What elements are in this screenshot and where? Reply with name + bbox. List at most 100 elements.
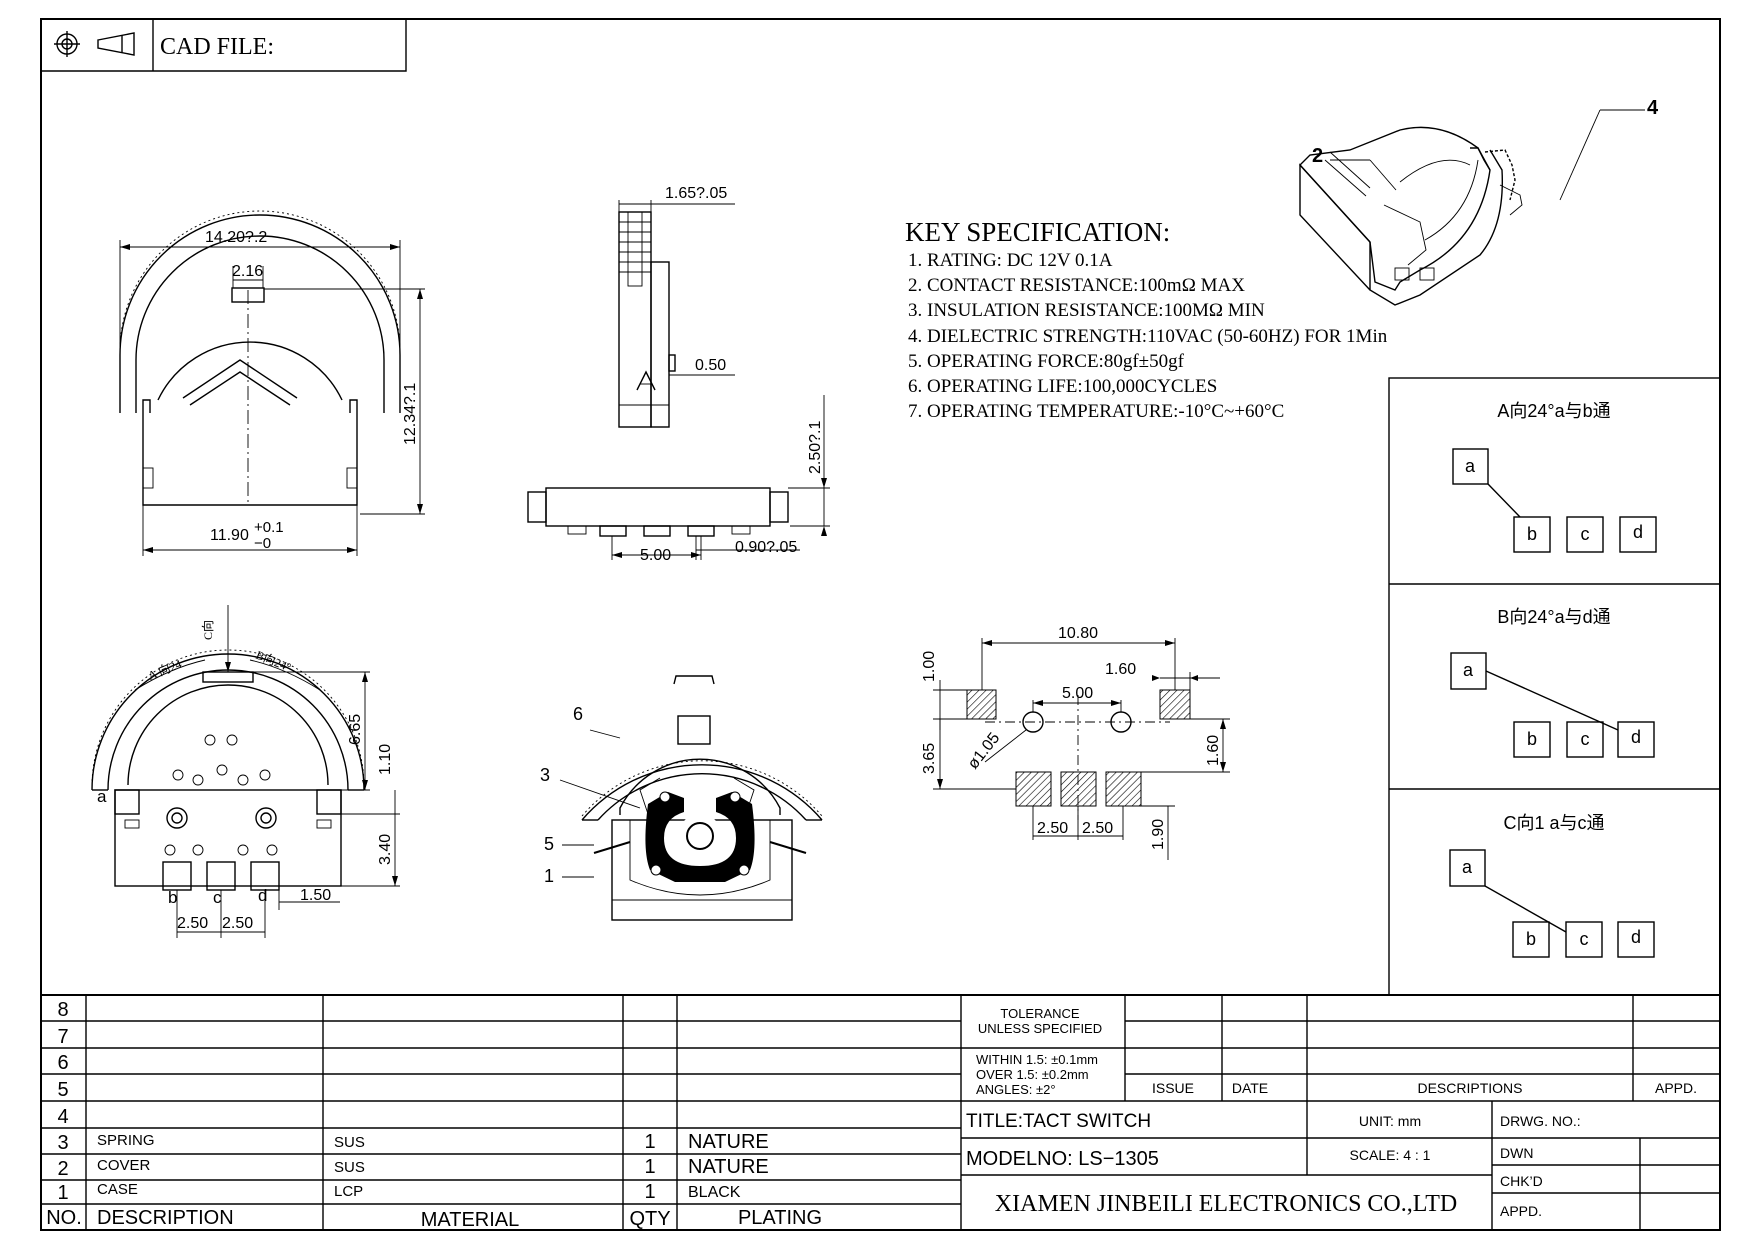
exploded-callout-6: 6 [573,704,583,724]
bom-qty: 1 [644,1131,655,1153]
bom-material: SUS [334,1159,365,1176]
cad-file-label: CAD FILE: [160,34,274,60]
state-a-pin-b: b [1527,524,1537,544]
top-bottom-tol-minus: −0 [254,535,271,552]
state-a-pin-a: a [1465,456,1476,476]
drawing-title: TITLE:TACT SWITCH [966,1111,1151,1132]
bom-header-row: NO. DESCRIPTION MATERIAL QTY PLATING [46,1207,822,1231]
exploded-view: 6 3 5 1 [540,675,823,921]
bom-header-description: DESCRIPTION [97,1207,234,1229]
footprint-1080-dim: 10.80 [1058,625,1098,642]
bottom-pin-b: b [168,888,177,907]
top-slot-dim: 2.16 [232,263,263,280]
spec-item-5: 5. OPERATING FORCE:80gf±50gf [908,351,1185,372]
bottom-c-label: C向 [200,620,215,640]
bom-row-spring: SPRING SUS 1 NATURE [97,1131,769,1153]
state-c-pin-c: c [1580,929,1589,949]
spec-item-4: 4. DIELECTRIC STRENGTH:110VAC (50-60HZ) … [908,326,1388,347]
state-a-pin-c: c [1581,524,1590,544]
footprint-500-dim: 5.00 [1062,685,1093,702]
bottom-pin-d: d [258,886,267,905]
bom-description: COVER [97,1157,151,1174]
state-b-pin-d: d [1631,727,1641,747]
rev-issue-header: ISSUE [1152,1080,1194,1096]
state-a-pin-d: d [1633,522,1643,542]
bottom-340-dim: 3.40 [377,834,394,865]
bom-header-plating: PLATING [738,1207,822,1229]
bottom-pitch-1: 2.50 [177,915,208,932]
state-a-title: A向24°a与b通 [1497,401,1610,421]
rev-appd-header: APPD. [1655,1080,1697,1096]
footprint-160v-dim: 1.60 [1205,735,1222,766]
bom-rownum-8: 8 [57,999,68,1021]
exploded-callout-1: 1 [544,866,554,886]
bom-rownum-4: 4 [57,1106,68,1128]
state-c-pin-b: b [1526,929,1536,949]
state-c: C向1 a与c通 a b c d [1449,813,1655,958]
bom-plating: NATURE [688,1156,769,1178]
bom-rownum-6: 6 [57,1052,68,1074]
bom-description: CASE [97,1181,138,1198]
bill-of-materials: 8 7 6 5 4 3 2 1 SPRING SUS 1 NATURE COVE… [41,994,962,1231]
rev-date-header: DATE [1232,1080,1268,1096]
tolerance-over: OVER 1.5: ±0.2mm [976,1067,1089,1082]
spec-item-6: 6. OPERATING LIFE:100,000CYCLES [908,376,1217,397]
drawing-number-label: DRWG. NO.: [1500,1113,1581,1129]
state-c-pin-a: a [1462,857,1473,877]
bottom-view: C向 A 向24 B向24° 6.65 1.10 3.40 1.50 2.50 … [91,605,400,938]
bom-plating: BLACK [688,1184,741,1201]
isometric-view: 2 4 [1299,97,1659,306]
bom-description: SPRING [97,1132,155,1149]
tolerance-within: WITHIN 1.5: ±0.1mm [976,1052,1098,1067]
footprint-190-dim: 1.90 [1150,819,1167,850]
model-number: MODELNO: LS−1305 [966,1148,1159,1170]
key-specification: KEY SPECIFICATION: 1. RATING: DC 12V 0.1… [905,217,1388,422]
rev-descriptions-header: DESCRIPTIONS [1417,1080,1522,1096]
exploded-callout-5: 5 [544,834,554,854]
bom-row-case: CASE LCP 1 BLACK [97,1181,741,1203]
appd-label: APPD. [1500,1203,1542,1219]
side-view: 1.65?.05 0.50 [618,185,735,428]
footprint-dia-dim: ø1.05 [965,730,1004,773]
state-b-pin-a: a [1463,660,1474,680]
state-b-title: B向24°a与d通 [1497,607,1610,627]
scale-label: SCALE: 4 : 1 [1350,1147,1431,1163]
top-width-dim: 14.20?.2 [205,229,267,246]
bottom-pitch-2: 2.50 [222,915,253,932]
bom-header-material: MATERIAL [421,1209,520,1231]
iso-callout-2: 2 [1312,145,1323,167]
cone-icon [97,32,135,56]
pcb-footprint: 10.80 1.60 5.00 1.00 3.65 ø1.05 1.60 2.5… [921,625,1230,860]
top-view: 14.20?.2 2.16 12.34?.1 11.90 +0.1 −0 [119,210,425,556]
bom-qty: 1 [644,1156,655,1178]
bottom-pin-c: c [213,888,222,907]
bom-rownum-7: 7 [57,1026,68,1048]
spec-item-7: 7. OPERATING TEMPERATURE:-10°C~+60°C [908,401,1284,422]
bottom-150-dim: 1.50 [300,887,331,904]
front-pin-dim: 0.90?.05 [735,539,797,556]
switch-state-table: A向24°a与b通 a b c d B向24°a与d通 a b c d C向1 [1388,377,1721,996]
state-c-title: C向1 a与c通 [1503,813,1604,833]
footprint-365-dim: 3.65 [921,743,938,774]
spec-title: KEY SPECIFICATION: [905,217,1170,247]
crosshair-icon [54,31,80,57]
bom-rownum-3: 3 [57,1132,68,1154]
spec-item-1: 1. RATING: DC 12V 0.1A [908,250,1113,271]
top-bottom-tol-plus: +0.1 [254,519,284,536]
chkd-label: CHK’D [1500,1173,1543,1189]
bom-material: LCP [334,1183,363,1200]
state-a: A向24°a与b通 a b c d [1452,401,1657,553]
bottom-665-dim: 6.65 [347,714,364,745]
bom-rownum-1: 1 [57,1182,68,1204]
side-tab-dim: 0.50 [695,357,726,374]
bom-material: SUS [334,1134,365,1151]
bom-header-no: NO. [46,1207,82,1229]
state-c-pin-d: d [1631,927,1641,947]
company-name: XIAMEN JINBEILI ELECTRONICS CO.,LTD [995,1191,1457,1217]
bottom-a-label: A 向24 [146,656,184,683]
bottom-110-dim: 1.10 [377,744,394,775]
spec-item-2: 2. CONTACT RESISTANCE:100mΩ MAX [908,275,1245,296]
spec-item-3: 3. INSULATION RESISTANCE:100MΩ MIN [908,300,1265,321]
state-b-pin-b: b [1527,729,1537,749]
